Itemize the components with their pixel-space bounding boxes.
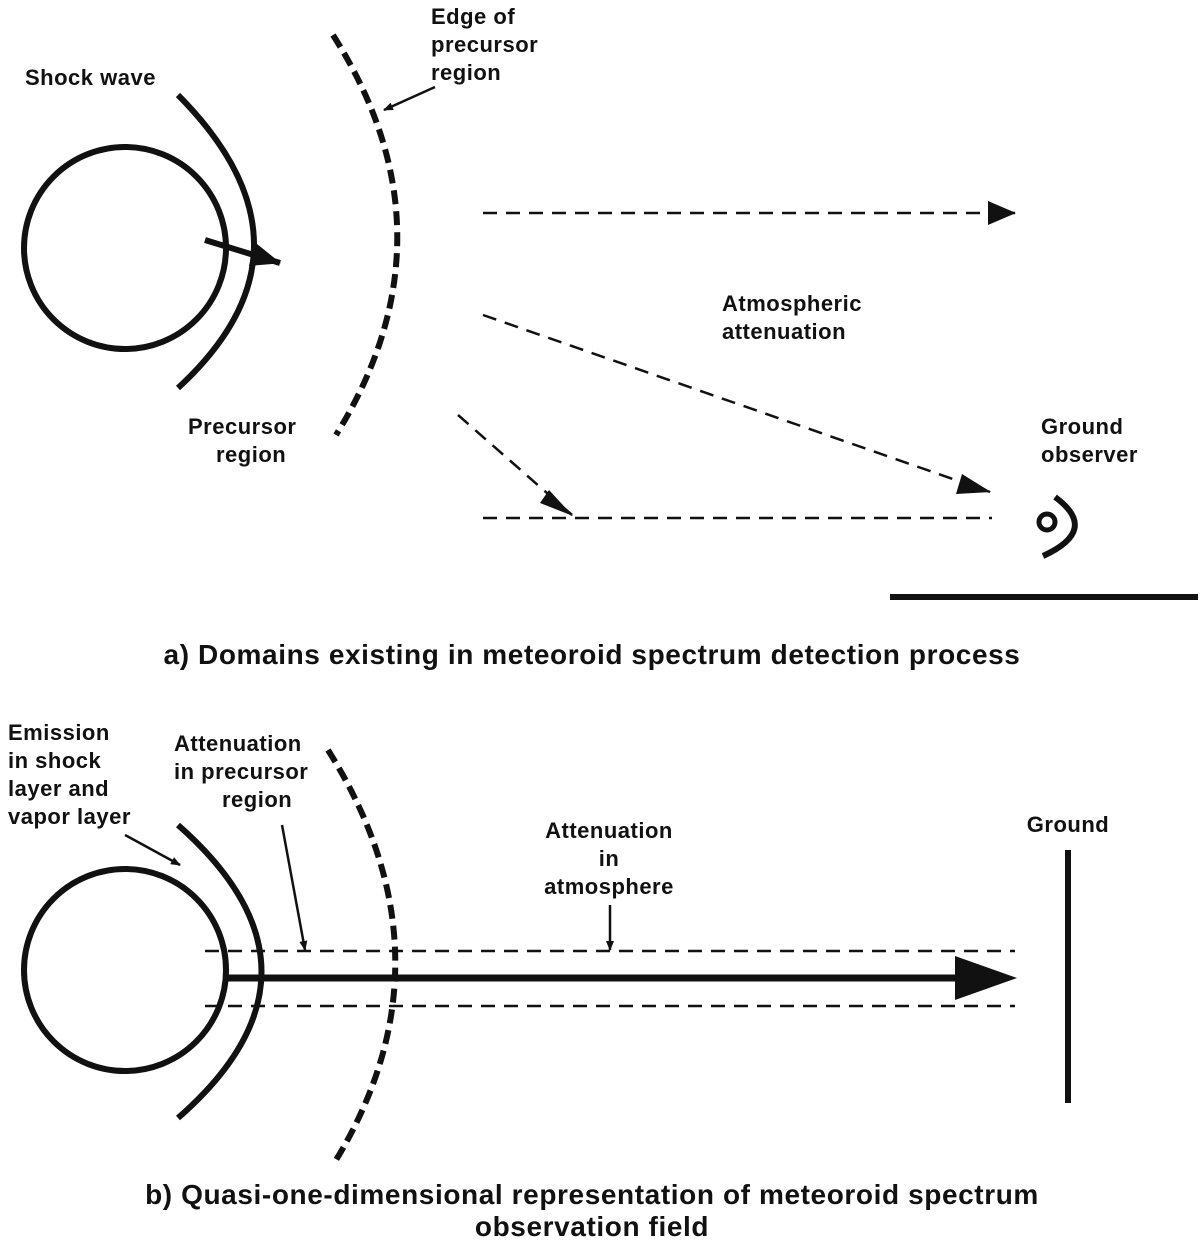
- precursor-edge-arc: [330, 33, 401, 437]
- label-emission-4: vapor layer: [8, 804, 131, 829]
- label-shock-wave: Shock wave: [25, 65, 156, 90]
- label-att-atmosphere-3: atmosphere: [544, 874, 674, 899]
- label-att-atmosphere-1: Attenuation: [545, 818, 673, 843]
- label-ground-observer-2: observer: [1041, 442, 1138, 467]
- caption-a: a) Domains existing in meteoroid spectru…: [164, 639, 1021, 670]
- label-att-precursor-2: in precursor: [174, 759, 308, 784]
- panel-b: [21, 748, 1071, 1167]
- label-ground-observer-1: Ground: [1041, 414, 1123, 439]
- shock-arrow: [204, 237, 281, 266]
- label-att-precursor-3: region: [222, 787, 292, 812]
- observer-ray-arrow: [482, 313, 991, 494]
- label-precursor-2: region: [216, 442, 286, 467]
- label-edge-3: region: [431, 60, 501, 85]
- label-edge-1: Edge of: [431, 4, 515, 29]
- meteoroid-circle-b: [21, 866, 229, 1074]
- label-edge-2: precursor: [431, 32, 538, 57]
- observer-eye-icon: [1036, 511, 1058, 533]
- direct-ray-head: [988, 201, 1016, 225]
- label-emission-1: Emission: [8, 720, 110, 745]
- caption-b-line2: observation field: [475, 1211, 709, 1241]
- observer-ray-head: [956, 474, 991, 494]
- precursor-pointer: [280, 824, 308, 951]
- panel-a: [21, 33, 1198, 600]
- observer-eye-arc: [1041, 494, 1078, 559]
- edge-pointer-arrow: [383, 85, 436, 112]
- label-atmospheric-1: Atmospheric: [722, 291, 862, 316]
- caption-b-line1: b) Quasi-one-dimensional representation …: [145, 1179, 1039, 1210]
- shock-layer-arc: [176, 822, 265, 1121]
- precursor-edge-arc-b: [325, 748, 399, 1167]
- label-atmospheric-2: attenuation: [722, 319, 846, 344]
- label-emission-3: layer and: [8, 776, 109, 801]
- meteoroid-circle: [21, 144, 229, 352]
- label-emission-2: in shock: [8, 748, 102, 773]
- emission-beam-head: [955, 956, 1017, 1000]
- label-precursor-1: Precursor: [188, 414, 296, 439]
- emission-pointer: [124, 833, 181, 867]
- label-att-atmosphere-2: in: [599, 846, 620, 871]
- label-att-precursor-1: Attenuation: [174, 731, 302, 756]
- down-ray-head: [540, 490, 573, 516]
- label-ground: Ground: [1027, 812, 1109, 837]
